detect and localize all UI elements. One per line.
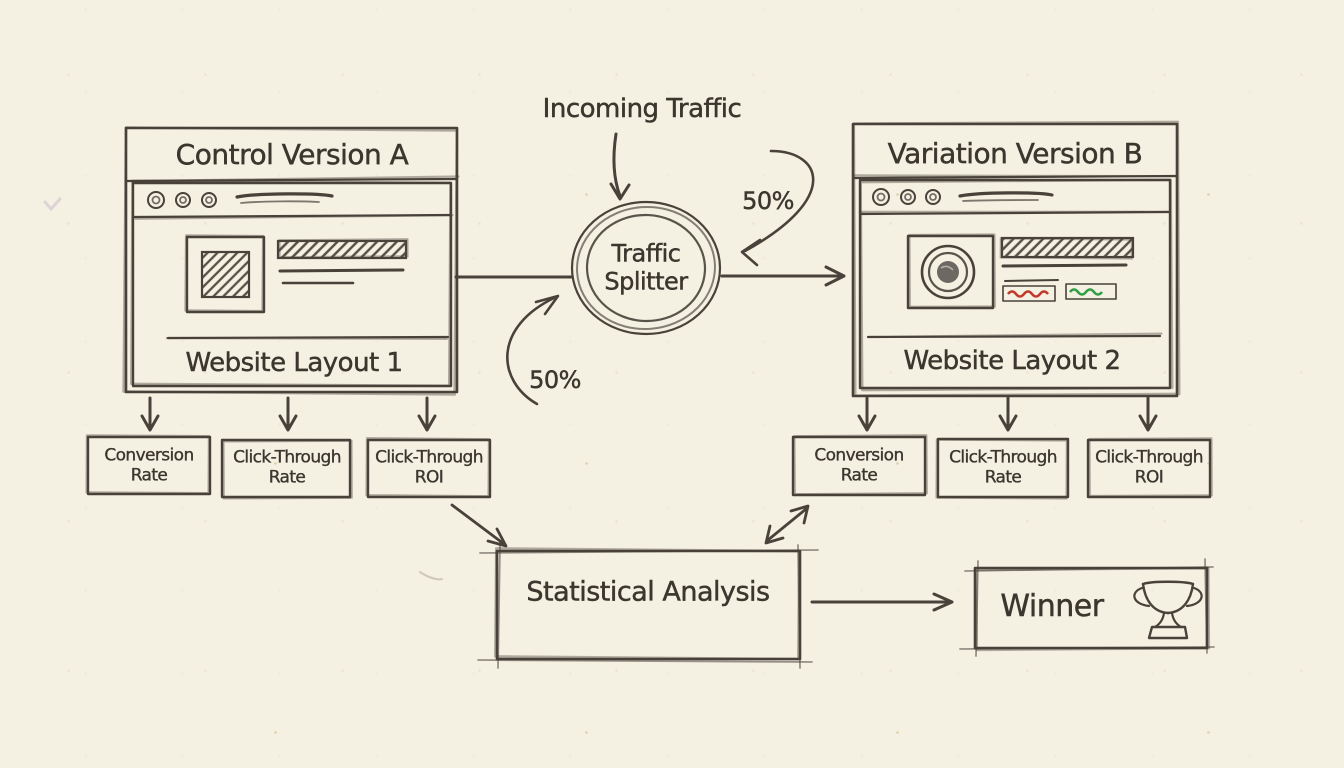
variation-metric-arrows xyxy=(857,396,1158,432)
control-metric-boxes xyxy=(85,434,492,500)
window-control-dots-icon xyxy=(872,188,941,206)
metric-line: ROI xyxy=(414,467,444,487)
image-placeholder-icon xyxy=(184,234,266,314)
traffic-splitter-label-line1: Traffic xyxy=(611,239,681,268)
control-metric-click-through-rate: Click-Through Rate xyxy=(233,447,342,487)
metric-line: Conversion xyxy=(814,445,904,466)
red-cta-scribble-icon xyxy=(1002,285,1056,302)
metric-line: ROI xyxy=(1134,467,1164,487)
text-lines-sketch xyxy=(1001,263,1128,282)
split-right-percentage: 50% xyxy=(742,187,795,216)
metric-line: Conversion xyxy=(104,445,194,466)
metric-line: Rate xyxy=(268,467,307,487)
winner-frame xyxy=(959,558,1215,657)
hero-banner-sketch xyxy=(999,236,1135,260)
variation-panel-title: Variation Version B xyxy=(887,136,1143,170)
variation-panel-caption: Website Layout 2 xyxy=(903,346,1121,377)
window-control-dots-icon xyxy=(147,191,217,209)
traffic-splitter-label-line2: Splitter xyxy=(604,267,688,295)
paper-stray-marks xyxy=(43,197,443,581)
variation-metric-boxes xyxy=(791,434,1213,500)
green-cta-scribble-icon xyxy=(1065,283,1117,300)
metric-line: Click-Through xyxy=(375,447,484,468)
control-metric-conversion-rate: Conversion Rate xyxy=(104,445,194,485)
conversion-analysis-double-arrow xyxy=(764,504,810,545)
metric-line: Rate xyxy=(984,467,1023,487)
control-metric-click-through-roi: Click-Through ROI xyxy=(375,447,484,487)
split-right-curved-arrow xyxy=(740,149,815,267)
hero-banner-sketch xyxy=(276,238,409,260)
variation-panel-frame xyxy=(851,120,1181,398)
traffic-splitter-label: Traffic Splitter xyxy=(604,239,688,295)
control-panel-caption: Website Layout 1 xyxy=(185,348,403,379)
analysis-to-winner-arrow xyxy=(810,592,954,612)
splitter-to-variation-arrow xyxy=(720,265,846,287)
variation-metric-click-through-roi: Click-Through ROI xyxy=(1095,447,1204,487)
metric-line: Rate xyxy=(840,465,879,485)
address-bar-sketch xyxy=(958,191,1054,202)
metric-line: Rate xyxy=(130,465,169,485)
statistical-analysis-frame xyxy=(477,542,819,669)
metric-line: Click-Through xyxy=(233,447,342,468)
incoming-traffic-label: Incoming Traffic xyxy=(542,94,742,125)
variation-metric-click-through-rate: Click-Through Rate xyxy=(949,447,1058,487)
address-bar-sketch xyxy=(235,192,334,204)
roi-to-analysis-arrow xyxy=(450,503,508,548)
split-left-percentage: 50% xyxy=(529,366,582,395)
trophy-icon xyxy=(1133,580,1203,640)
control-metric-arrows xyxy=(140,396,437,432)
metric-line: Click-Through xyxy=(949,447,1058,468)
winner-label: Winner xyxy=(1000,588,1104,624)
incoming-traffic-arrow xyxy=(609,132,631,201)
traffic-splitter-circle xyxy=(570,200,722,336)
control-panel-title: Control Version A xyxy=(175,137,409,171)
variation-metric-conversion-rate: Conversion Rate xyxy=(814,445,904,485)
metric-line: Click-Through xyxy=(1095,447,1204,468)
statistical-analysis-label: Statistical Analysis xyxy=(526,576,770,608)
split-left-curved-arrow xyxy=(506,294,560,406)
circle-image-placeholder-icon xyxy=(906,233,996,310)
text-lines-sketch xyxy=(278,268,405,285)
control-panel-frame xyxy=(122,126,460,396)
